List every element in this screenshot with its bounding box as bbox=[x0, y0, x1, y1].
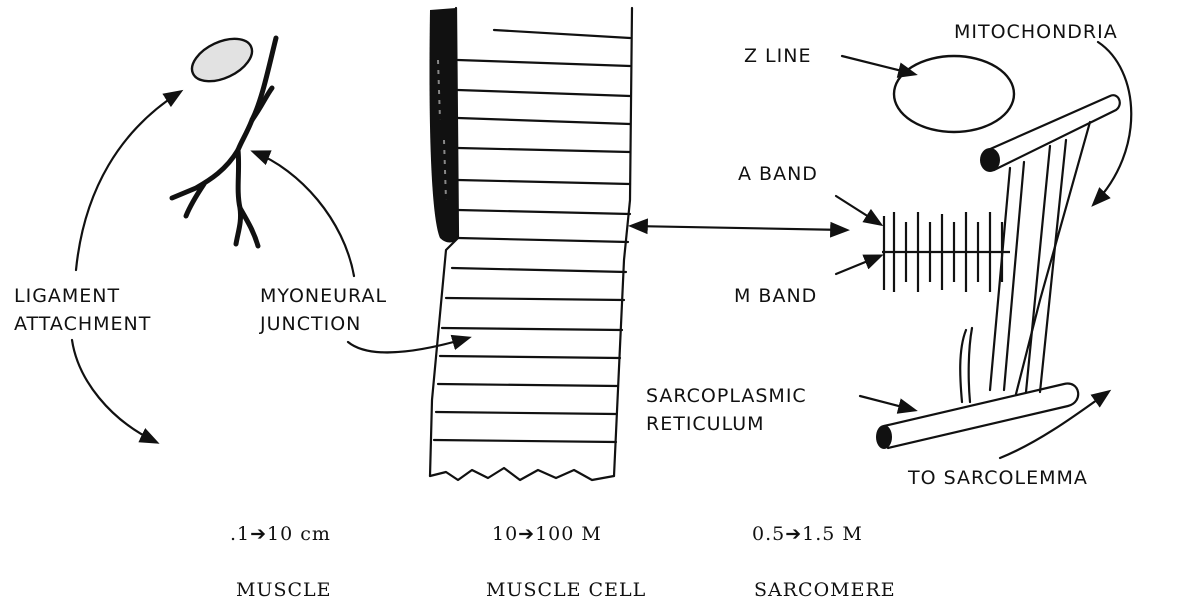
sarcolemma-arrow bbox=[1000, 392, 1108, 458]
ligament-arrow-up bbox=[76, 92, 180, 270]
sarcoplasmic-label-line1: SARCOPLASMIC bbox=[646, 385, 807, 407]
sarcomere-illustration bbox=[836, 42, 1131, 458]
nerve-sheath bbox=[429, 8, 458, 243]
mitochondria-arrow bbox=[1094, 42, 1131, 204]
muscle-caption: MUSCLE bbox=[236, 579, 332, 601]
ligament-label-line2: ATTACHMENT bbox=[14, 313, 151, 335]
tubule-network bbox=[876, 95, 1120, 449]
to-sarcolemma-label: TO SARCOLEMMA bbox=[907, 467, 1088, 489]
myoneural-label-line2: JUNCTION bbox=[259, 313, 361, 335]
z-line-label: Z LINE bbox=[744, 45, 811, 67]
cell-caption: MUSCLE CELL bbox=[486, 579, 646, 601]
myoneural-arrow-up bbox=[254, 152, 354, 276]
mitochondria-label: MITOCHONDRIA bbox=[954, 21, 1118, 43]
cell-scale: 10➔100 M bbox=[492, 523, 602, 545]
ligament-ellipse bbox=[185, 30, 258, 90]
sarcoplasmic-label-line2: RETICULUM bbox=[646, 413, 765, 435]
a-band-label: A BAND bbox=[738, 163, 818, 185]
muscle-scale: .1➔10 cm bbox=[230, 523, 331, 545]
cell-striations bbox=[434, 30, 630, 442]
ligament-label-line1: LIGAMENT bbox=[14, 285, 120, 307]
z-line-arrow bbox=[842, 56, 914, 74]
sarco-arrow bbox=[860, 396, 914, 410]
muscle-cell-illustration bbox=[429, 8, 846, 480]
muscle-illustration bbox=[72, 30, 468, 442]
mitochondrion-ellipse bbox=[894, 56, 1014, 132]
a-band-comb bbox=[882, 212, 1010, 292]
myoneural-label-line1: MYONEURAL bbox=[260, 285, 387, 307]
sarcomere-scale: 0.5➔1.5 M bbox=[752, 523, 863, 545]
m-band-arrow bbox=[836, 256, 880, 274]
cell-to-sarcomere-arrow bbox=[632, 226, 846, 230]
ligament-arrow-down bbox=[72, 340, 156, 442]
sarcomere-caption: SARCOMERE bbox=[754, 579, 896, 601]
myoneural-arrow-down bbox=[348, 338, 468, 352]
a-band-arrow bbox=[836, 196, 880, 224]
m-band-label: M BAND bbox=[734, 285, 817, 307]
cell-jagged-bottom bbox=[430, 468, 614, 480]
